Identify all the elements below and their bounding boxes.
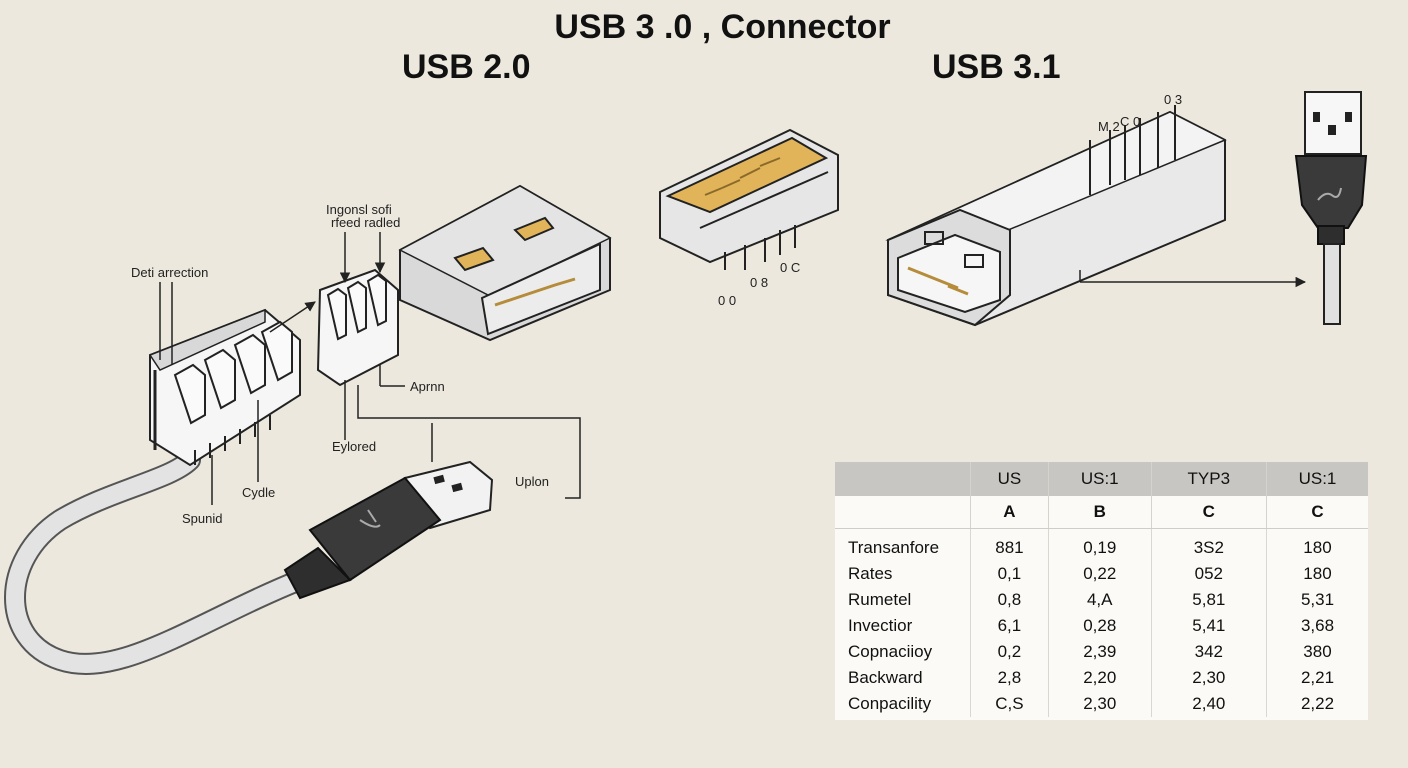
leader-lines [159, 232, 1307, 505]
label-aprnn: Aprnn [410, 379, 445, 394]
usb31-heading: USB 3.1 [932, 48, 1061, 86]
table-header-cell: TYP3 [1150, 462, 1267, 496]
table-cell: 2,22 [1265, 691, 1368, 717]
table-cell: 0,8 [970, 587, 1049, 613]
table-cell: 0,1 [970, 561, 1049, 587]
table-header-cell: US:1 [1265, 462, 1368, 496]
pin-label-mid-right: 0 C [780, 260, 800, 275]
table-cell: 2,30 [1150, 665, 1267, 691]
label-cycle: Cydle [242, 485, 275, 500]
usb31-receptacle [885, 105, 1227, 327]
pin-label-mid-left: 0 0 [718, 293, 736, 308]
table-cell: 0,28 [1047, 613, 1152, 639]
table-cell: 5,81 [1150, 587, 1267, 613]
table-subheader-cell: C [1265, 496, 1368, 529]
main-title: USB 3 .0 , Connector [554, 8, 891, 46]
table-cell: 2,40 [1150, 691, 1267, 717]
table-cell: 4,A [1047, 587, 1152, 613]
table-subheader-cell [835, 496, 971, 529]
spec-table: US US:1 TYP3 US:1 A B C C Transanfore 88… [835, 462, 1368, 720]
label-uplon: Uplon [515, 474, 549, 489]
label-spunid: Spunid [182, 511, 222, 526]
table-header-cell: US:1 [1047, 462, 1152, 496]
table-row: Rates 0,1 0,22 052 180 [835, 561, 1368, 587]
table-cell: 2,20 [1047, 665, 1152, 691]
label-eylored: Eylored [332, 439, 376, 454]
table-row: Invectior 6,1 0,28 5,41 3,68 [835, 613, 1368, 639]
row-label: Backward [848, 668, 923, 687]
table-cell: 0,22 [1047, 561, 1152, 587]
table-subheader-cell: C [1150, 496, 1267, 529]
row-label: Invectior [848, 616, 913, 635]
table-cell: 052 [1150, 561, 1267, 587]
table-cell: 180 [1265, 561, 1368, 587]
label-det-arrection: Deti arrection [131, 265, 208, 280]
row-label: Copnaciioy [848, 642, 933, 661]
table-cell: 881 [970, 528, 1049, 561]
table-subheader-cell: A [970, 496, 1049, 529]
row-label: Rumetel [848, 590, 912, 609]
label-ingonsel-line1: Ingonsl sofi [326, 202, 392, 217]
small-connector [316, 268, 399, 387]
table-cell: 5,31 [1265, 587, 1368, 613]
table-cell: 0,2 [970, 639, 1049, 665]
mid-connector [659, 128, 839, 270]
table-cell: 180 [1265, 528, 1368, 561]
table-cell: 342 [1150, 639, 1267, 665]
table-header-cell [835, 462, 971, 496]
pin-label-top-right: 0 3 [1164, 92, 1182, 107]
usb31-plug [1294, 91, 1368, 325]
table-cell: 2,21 [1265, 665, 1368, 691]
left-connector [148, 308, 301, 467]
row-label: Rates [848, 564, 893, 583]
usb2-plug [283, 460, 494, 600]
table-cell: 3,68 [1265, 613, 1368, 639]
usb2-cable [4, 449, 311, 675]
table-cell: 0,19 [1047, 528, 1152, 561]
table-cell: 2,8 [970, 665, 1049, 691]
table-subheader-row: A B C C [835, 496, 1368, 529]
table-cell: 2,30 [1047, 691, 1152, 717]
row-label: Conpacility [848, 694, 932, 713]
label-ingonsel-line2: rfeed radled [331, 215, 400, 230]
pin-label-top-mid: M 2 [1098, 119, 1120, 134]
table-row: Transanfore 881 0,19 3S2 180 [835, 528, 1368, 561]
table-subheader-cell: B [1047, 496, 1152, 529]
table-cell: C,S [970, 691, 1049, 717]
table-header-cell: US [970, 462, 1049, 496]
usb2-heading: USB 2.0 [402, 48, 531, 86]
usb2-receptacle [398, 184, 612, 342]
table-cell: 2,39 [1047, 639, 1152, 665]
row-label: Transanfore [848, 538, 940, 557]
table-row: Conpacility C,S 2,30 2,40 2,22 [835, 691, 1368, 717]
table-row: Backward 2,8 2,20 2,30 2,21 [835, 665, 1368, 691]
pin-label-mid-mid: 0 8 [750, 275, 768, 290]
table-row: Rumetel 0,8 4,A 5,81 5,31 [835, 587, 1368, 613]
pin-label-top-letters: C 0 [1120, 114, 1140, 129]
table-cell: 6,1 [970, 613, 1049, 639]
table-header-row: US US:1 TYP3 US:1 [835, 462, 1368, 496]
table-cell: 3S2 [1150, 528, 1267, 561]
table-row: Copnaciioy 0,2 2,39 342 380 [835, 639, 1368, 665]
table-cell: 380 [1265, 639, 1368, 665]
table-cell: 5,41 [1150, 613, 1267, 639]
